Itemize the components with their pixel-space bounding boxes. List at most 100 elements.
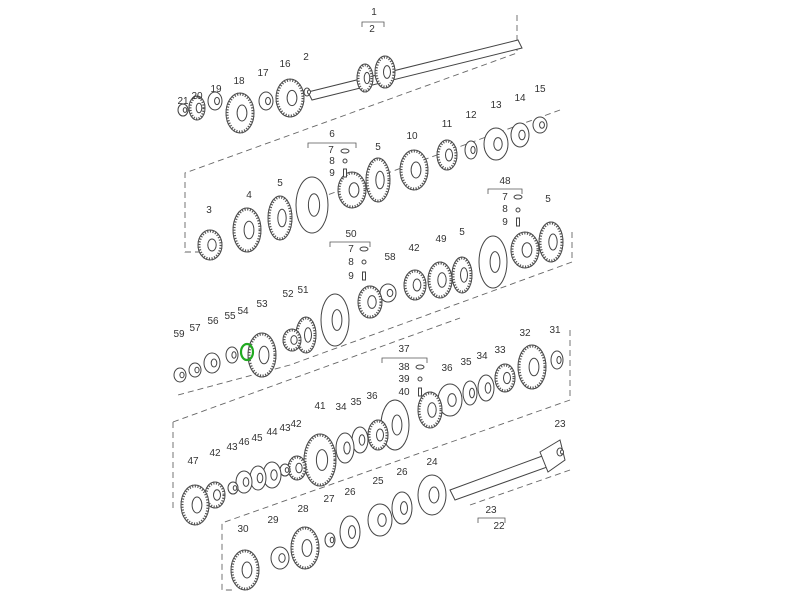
callout-29[interactable]: 29 <box>267 515 279 526</box>
callout-43[interactable]: 43 <box>279 423 291 434</box>
callout-11[interactable]: 11 <box>442 119 453 130</box>
callout-5[interactable]: 5 <box>277 178 283 189</box>
washer-bore <box>560 449 564 455</box>
callout-52[interactable]: 52 <box>282 289 294 300</box>
callout-46[interactable]: 46 <box>238 437 250 448</box>
callout-48[interactable]: 48 <box>499 176 511 187</box>
callout-27[interactable]: 27 <box>323 494 335 505</box>
callout-22[interactable]: 22 <box>493 521 505 532</box>
ring-bore <box>242 477 250 487</box>
callout-24[interactable]: 24 <box>426 457 438 468</box>
assembly-bracket <box>381 357 428 363</box>
callout-49[interactable]: 49 <box>435 234 447 245</box>
callout-44[interactable]: 44 <box>266 427 278 438</box>
callout-18[interactable]: 18 <box>233 76 245 87</box>
callout-6[interactable]: 6 <box>329 129 335 140</box>
callout-7[interactable]: 7 <box>502 192 508 203</box>
callout-51[interactable]: 51 <box>297 285 309 296</box>
callout-42[interactable]: 42 <box>209 448 221 459</box>
callout-17[interactable]: 17 <box>257 68 269 79</box>
callout-40[interactable]: 40 <box>398 387 410 398</box>
ball-icon <box>515 207 521 213</box>
callout-2[interactable]: 2 <box>303 52 309 63</box>
callout-14[interactable]: 14 <box>514 93 526 104</box>
callout-42[interactable]: 42 <box>290 419 302 430</box>
callout-39[interactable]: 39 <box>398 374 410 385</box>
callout-10[interactable]: 10 <box>406 131 418 142</box>
gear-teeth <box>230 549 260 591</box>
callout-23[interactable]: 23 <box>485 505 497 516</box>
washer-bore <box>194 366 200 374</box>
callout-32[interactable]: 32 <box>519 328 531 339</box>
callout-2[interactable]: 2 <box>369 24 375 35</box>
callout-4[interactable]: 4 <box>246 190 252 201</box>
callout-8[interactable]: 8 <box>502 204 508 215</box>
callout-9[interactable]: 9 <box>502 217 508 228</box>
callout-28[interactable]: 28 <box>297 504 309 515</box>
callout-12[interactable]: 12 <box>465 110 477 121</box>
callout-5[interactable]: 5 <box>375 142 381 153</box>
callout-37[interactable]: 37 <box>398 344 410 355</box>
callout-59[interactable]: 59 <box>173 329 185 340</box>
callout-36[interactable]: 36 <box>441 363 453 374</box>
callout-42[interactable]: 42 <box>408 243 420 254</box>
callout-43[interactable]: 43 <box>226 442 238 453</box>
callout-56[interactable]: 56 <box>207 316 219 327</box>
callout-41[interactable]: 41 <box>314 401 326 412</box>
callout-38[interactable]: 38 <box>398 362 410 373</box>
callout-50[interactable]: 50 <box>345 229 357 240</box>
callout-26[interactable]: 26 <box>396 467 408 478</box>
callout-5[interactable]: 5 <box>459 227 465 238</box>
callout-8[interactable]: 8 <box>329 156 335 167</box>
gear-bore <box>241 561 253 579</box>
callout-7[interactable]: 7 <box>348 244 354 255</box>
callout-5[interactable]: 5 <box>545 194 551 205</box>
sleeve-bore <box>278 553 286 563</box>
callout-31[interactable]: 31 <box>549 325 561 336</box>
callout-35[interactable]: 35 <box>350 397 362 408</box>
callout-30[interactable]: 30 <box>237 524 249 535</box>
callout-55[interactable]: 55 <box>224 311 236 322</box>
callout-8[interactable]: 8 <box>348 257 354 268</box>
callout-23[interactable]: 23 <box>554 419 566 430</box>
callout-21[interactable]: 21 <box>177 96 189 107</box>
callout-57[interactable]: 57 <box>189 323 201 334</box>
callout-13[interactable]: 13 <box>490 100 502 111</box>
gear-teeth <box>290 526 320 570</box>
callout-20[interactable]: 20 <box>191 91 203 102</box>
key-icon <box>340 148 350 154</box>
callout-16[interactable]: 16 <box>279 59 291 70</box>
callout-58[interactable]: 58 <box>384 252 396 263</box>
callout-54[interactable]: 54 <box>237 306 249 317</box>
assembly-bracket <box>307 142 357 148</box>
callout-25[interactable]: 25 <box>372 476 384 487</box>
callout-47[interactable]: 47 <box>187 456 199 467</box>
callout-9[interactable]: 9 <box>329 168 335 179</box>
gear-teeth <box>282 328 302 352</box>
callout-3[interactable]: 3 <box>206 205 212 216</box>
circlip-bore <box>329 536 335 544</box>
callout-9[interactable]: 9 <box>348 271 354 282</box>
callout-36[interactable]: 36 <box>366 391 378 402</box>
callout-26[interactable]: 26 <box>344 487 356 498</box>
synchro-ring-bore <box>304 327 312 343</box>
callout-34[interactable]: 34 <box>476 351 488 362</box>
ball-icon <box>361 259 367 265</box>
synchro-ring-teeth <box>538 221 564 263</box>
callout-7[interactable]: 7 <box>328 145 334 156</box>
callout-35[interactable]: 35 <box>460 357 472 368</box>
callout-33[interactable]: 33 <box>494 345 506 356</box>
callout-19[interactable]: 19 <box>210 84 222 95</box>
callout-1[interactable]: 1 <box>371 7 377 18</box>
synchro-ring-bore <box>447 393 457 407</box>
callout-15[interactable]: 15 <box>534 84 546 95</box>
hub-bore <box>427 402 437 418</box>
callout-45[interactable]: 45 <box>251 433 263 444</box>
synchro-ring-bore <box>277 208 287 228</box>
callout-34[interactable]: 34 <box>335 402 347 413</box>
assembly-bracket <box>487 188 523 194</box>
spring-icon <box>343 168 347 178</box>
synchro-ring-teeth <box>267 195 293 241</box>
callout-53[interactable]: 53 <box>256 299 268 310</box>
